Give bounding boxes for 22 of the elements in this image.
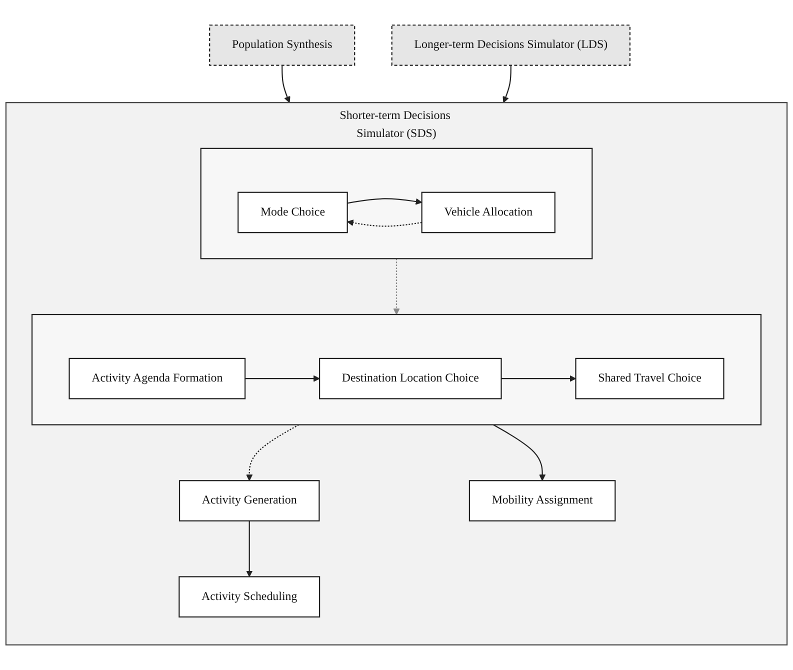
arrow [502,65,512,103]
arrow [246,520,253,578]
cluster [200,148,593,260]
node-box: Activity Scheduling [178,576,320,618]
arrow [393,258,400,315]
node-box: Activity Generation [178,480,320,522]
arrow [245,375,320,382]
arrow [501,375,576,382]
arrow [347,198,422,205]
node-box: Mode Choice [238,192,348,234]
node-box: Shared Travel Choice [575,358,724,400]
arrow [347,220,422,227]
node-box: Activity Agenda Formation [68,358,246,400]
node-box: Population Synthesis [209,24,356,66]
node-box: Vehicle Allocation [421,192,556,234]
cluster [31,314,762,426]
arrow [282,65,290,103]
arrow [493,424,546,481]
node-box: Longer-term Decisions Simulator (LDS) [391,24,630,66]
node-box: Destination Location Choice [318,358,502,400]
arrow [246,424,300,481]
node-box: Mobility Assignment [468,480,616,522]
